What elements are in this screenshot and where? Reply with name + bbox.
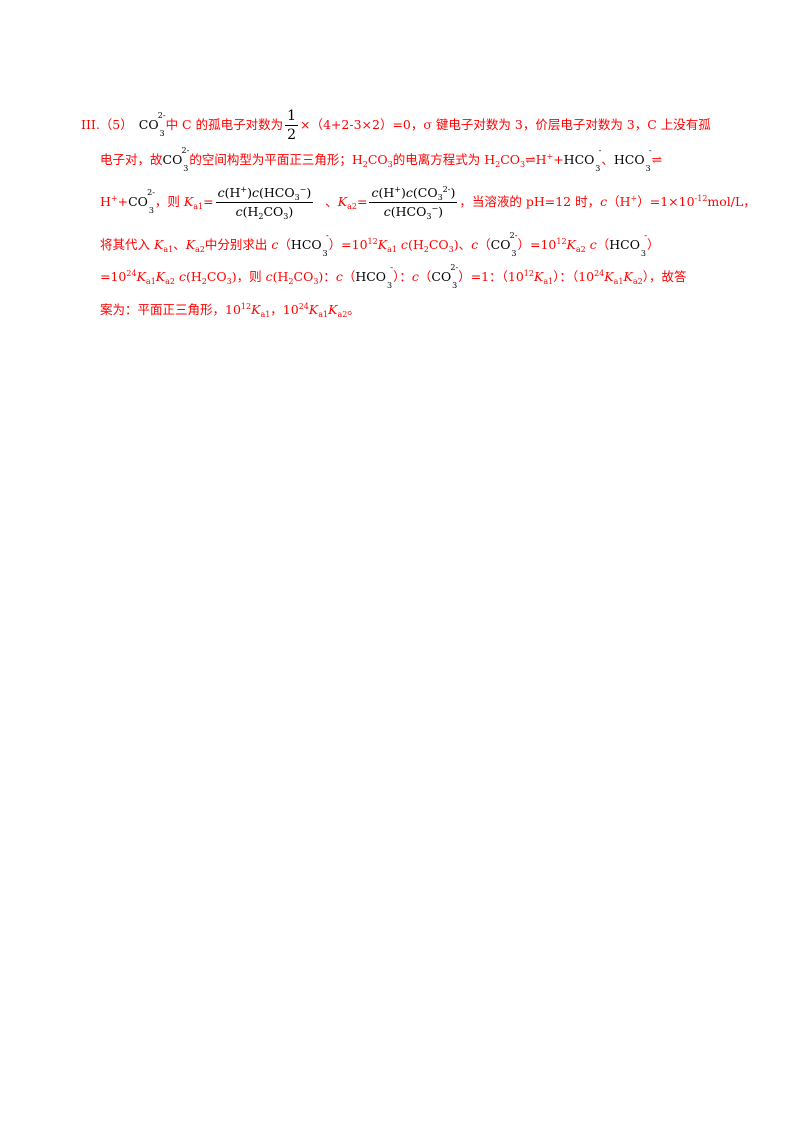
answer-line-5: =1024Ka1Ka2 c(H2CO3)，则 c(H2CO3)：c（HCO-3）… [100,263,687,290]
bicarbonate-ion: HCO-3 [613,146,652,173]
answer-line-4: 将其代入 Ka1、Ka2中分别求出 c（HCO-3）=1012Ka1 c(H2C… [100,231,660,258]
bicarbonate-ion: HCO-3 [609,231,647,258]
bicarbonate-ion: HCO-3 [290,231,329,258]
ka2-fraction: c(H+)c(CO32-)c(HCO3−) [369,185,458,221]
ka1-fraction: c(H+)c(HCO3−)c(H2CO3) [215,185,314,221]
bicarbonate-ion: HCO-3 [355,263,394,290]
question-label: III.（5） [81,117,133,132]
bicarbonate-ion: HCO-3 [563,146,602,173]
answer-line-6: 案为：平面正三角形，1012Ka1，1024Ka1Ka2。 [100,302,360,319]
